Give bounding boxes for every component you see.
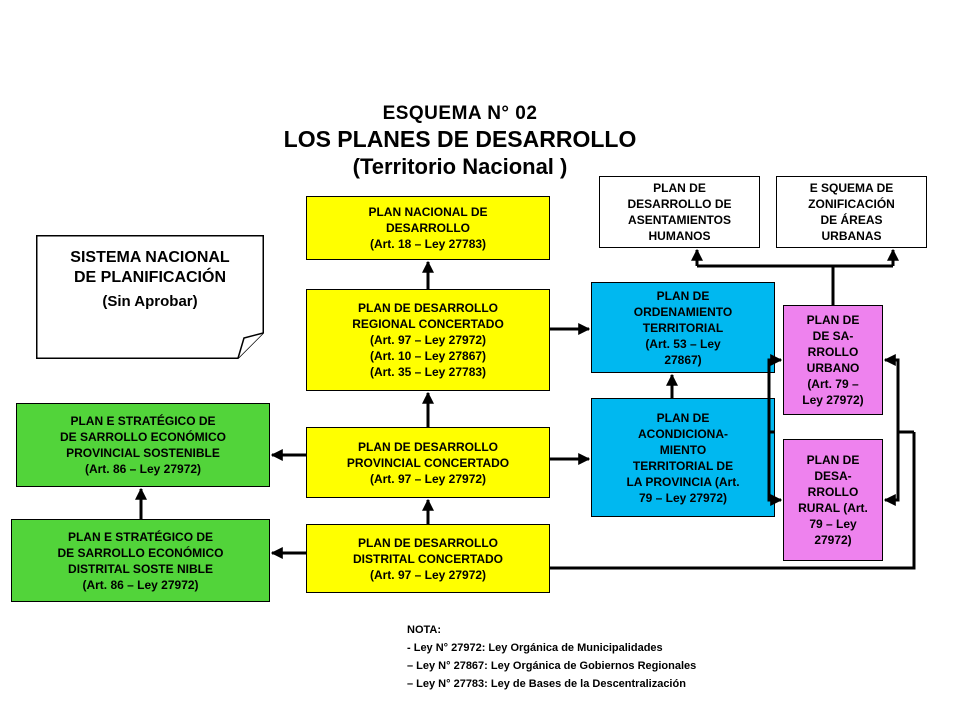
box-text: PLAN DE [806,313,860,327]
nota-item: – Ley N° 27783: Ley de Bases de la Desce… [407,678,686,690]
box-text: DESA- [814,469,852,483]
note-line-1: SISTEMA NACIONAL [70,249,230,266]
box-text: (Art. 97 – Ley 27972) [369,333,487,347]
box-text: PLAN NACIONAL DE [368,205,488,219]
box-text: PLAN E STRATÉGICO DE [70,414,216,428]
plan-desarrollo-rural-box: PLAN DE DESA- RROLLO RURAL (Art. 79 – Le… [783,439,883,561]
box-text: 79 – Ley 27972) [638,490,728,505]
box-text: ZONIFICACIÓN [808,197,895,211]
box-text: 27972) [814,533,852,547]
nota-legend: NOTA: - Ley N° 27972: Ley Orgánica de Mu… [407,621,696,693]
box-text: PROVINCIAL SOSTENIBLE [66,446,220,460]
box-text: DISTRITAL CONCERTADO [353,551,503,566]
connector-right-to-rural [883,432,900,506]
box-text: URBANO [806,361,860,375]
box-text: (Art. 18 – Ley 27783) [369,237,487,251]
nota-item: - Ley N° 27972: Ley Orgánica de Municipa… [407,642,663,654]
box-text: DISTRITAL SOSTE NIBLE [68,561,213,576]
title-main: LOS PLANES DE DESARROLLO [283,126,637,152]
nota-heading: NOTA: [407,624,442,636]
box-text: E SQUEMA DE [809,181,894,195]
plan-ordenamiento-box: PLAN DE ORDENAMIENTO TERRITORIAL (Art. 5… [591,282,775,373]
box-text: HUMANOS [648,229,711,243]
connector-distrital-to-right [550,432,916,570]
connector-acond-to-pink [767,354,783,434]
box-text: URBANAS [821,229,882,243]
note-line-3: (Sin Aprobar) [102,293,198,310]
connector-bracket-to-rural [767,432,783,506]
plan-desarrollo-urbano-box: PLAN DE DE SA- RROLLO URBANO (Art. 79 – … [783,305,883,415]
box-text: PLAN DE DESARROLLO [357,301,498,315]
nota-item: – Ley N° 27867: Ley Orgánica de Gobierno… [407,660,697,672]
box-text: RROLLO [807,485,859,499]
plan-estrategico-provincial-box: PLAN E STRATÉGICO DE DE SARROLLO ECONÓMI… [16,403,270,487]
connector-right-to-urbano [883,354,914,434]
note-line-2: DE PLANIFICACIÓN [74,269,226,286]
box-text: PLAN DE [653,181,706,195]
box-text: (Art. 79 – [807,377,859,391]
note-sheet-icon [36,235,264,359]
box-text: DE SARROLLO ECONÓMICO [57,545,224,560]
box-text: PLAN DE [656,288,710,303]
box-text: PROVINCIAL CONCERTADO [346,455,510,470]
box-text: ASENTAMIENTOS [628,213,731,227]
box-text: (Art. 53 – Ley [645,336,721,351]
plan-acondicionamiento-box: PLAN DE ACONDICIONA- MIENTO TERRITORIAL … [591,398,775,517]
box-text: PLAN DE DESARROLLO [357,439,498,454]
sistema-nacional-note: SISTEMA NACIONAL DE PLANIFICACIÓN (Sin A… [36,248,264,312]
box-text: RROLLO [807,345,859,359]
plan-provincial-box: PLAN DE DESARROLLO PROVINCIAL CONCERTADO… [306,427,550,498]
box-text: RURAL (Art. [798,501,868,515]
box-text: (Art. 97 – Ley 27972) [369,471,487,486]
box-text: 79 – Ley [809,517,857,531]
plan-regional-box: PLAN DE DESARROLLO REGIONAL CONCERTADO (… [306,289,550,391]
box-text: TERRITORIAL DE [632,458,734,473]
box-text: PLAN DE [656,410,710,425]
plan-nacional-box: PLAN NACIONAL DE DESARROLLO (Art. 18 – L… [306,196,550,260]
box-text: DESARROLLO DE [627,197,732,211]
diagram-title: ESQUEMA N° 02 LOS PLANES DE DESARROLLO (… [280,102,640,180]
box-text: (Art. 86 – Ley 27972) [82,577,199,592]
box-text: PLAN E STRATÉGICO DE [67,529,214,544]
box-text: DE SA- [812,329,854,343]
plan-asentamientos-box: PLAN DE DESARROLLO DE ASENTAMIENTOS HUMA… [599,176,760,248]
box-text: (Art. 97 – Ley 27972) [369,567,487,582]
box-text: Ley 27972) [802,393,864,407]
box-text: PLAN DE [806,453,860,467]
box-text: MIENTO [659,442,707,457]
box-text: (Art. 35 – Ley 27783) [369,365,487,379]
box-text: ACONDICIONA- [638,426,728,441]
box-text: (Art. 86 – Ley 27972) [84,462,202,476]
box-text: (Art. 10 – Ley 27867) [369,349,487,363]
box-text: DE SARROLLO ECONÓMICO [59,430,226,444]
plan-estrategico-distrital-box: PLAN E STRATÉGICO DE DE SARROLLO ECONÓMI… [11,519,270,602]
title-scope: (Territorio Nacional ) [352,154,568,179]
box-text: DE ÁREAS [820,213,883,227]
box-text: 27867) [664,352,702,367]
esquema-zonificacion-box: E SQUEMA DE ZONIFICACIÓN DE ÁREAS URBANA… [776,176,927,248]
box-text: TERRITORIAL [642,320,724,335]
plan-distrital-box: PLAN DE DESARROLLO DISTRITAL CONCERTADO … [306,524,550,593]
title-scheme-number: ESQUEMA N° 02 [382,103,538,124]
box-text: ORDENAMIENTO [633,304,733,319]
box-text: PLAN DE DESARROLLO [357,535,498,550]
box-text: REGIONAL CONCERTADO [352,317,504,331]
box-text: LA PROVINCIA (Art. [626,474,740,489]
box-text: DESARROLLO [386,221,470,235]
